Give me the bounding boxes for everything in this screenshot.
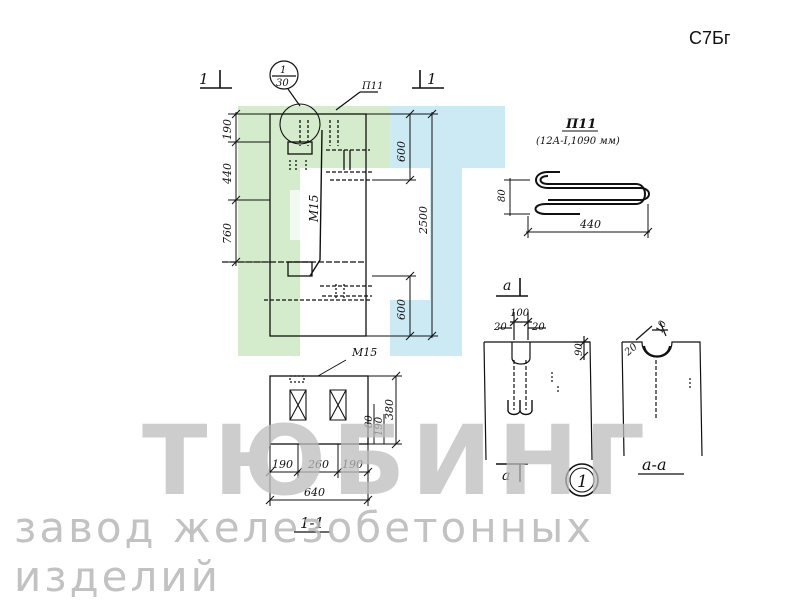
section-11-view xyxy=(269,359,369,445)
watermark-logo xyxy=(238,106,505,356)
watermark-tagline: завод железобетонных изделий xyxy=(14,503,595,601)
section11-dim-260: 260 xyxy=(307,458,329,471)
elevation-dims-left xyxy=(228,109,270,267)
elevation-view xyxy=(222,91,378,337)
elevation-dim-440: 440 xyxy=(221,163,234,185)
elevation-dim-600-top: 600 xyxy=(395,141,408,162)
section-aa-dim-100: 100 xyxy=(510,308,530,319)
section-aa-dim-90: 90 xyxy=(574,343,585,356)
watermark-brand: ТЮБИНГ xyxy=(142,405,652,517)
detail-p11-dim-80: 80 xyxy=(497,189,508,202)
elevation-dim-190: 190 xyxy=(221,119,234,140)
section-aa-dim-radius: 10 xyxy=(654,319,669,335)
section11-dim-380: 380 xyxy=(383,399,396,420)
product-code: С7Бг xyxy=(689,28,731,48)
section11-dim-80: 80 xyxy=(364,415,375,428)
section-aa-dim-20-right: 20 xyxy=(531,322,545,333)
section-aa-dim-angle: 20 xyxy=(622,341,640,359)
detail-p11-dims xyxy=(504,178,653,238)
elevation-dims-right xyxy=(366,109,438,341)
section11-dim-640: 640 xyxy=(304,486,325,499)
section-mark-left xyxy=(200,70,232,89)
section11-caption: 1-1 xyxy=(300,514,324,532)
detail-p11-dim-440: 440 xyxy=(579,218,601,231)
section-aa-mark-bottom: а xyxy=(502,468,510,484)
detail-p11-spec: (12А-I,1090 мм) xyxy=(536,136,620,147)
elevation-dim-600-bottom: 600 xyxy=(395,299,408,320)
section-aa-mark-top: а xyxy=(503,278,511,294)
section-aa-right-view xyxy=(621,321,703,457)
detail-callout-top: 1 xyxy=(280,65,286,76)
section-aa-dim-20-left: 20 xyxy=(493,322,507,333)
section-mark-right-label: 1 xyxy=(427,70,437,88)
sheet-number-badge xyxy=(565,463,599,497)
detail-p11-drawing xyxy=(534,171,650,215)
section11-loop-label: М15 xyxy=(351,346,377,359)
section11-dim-190-right: 190 xyxy=(342,458,363,471)
section-aa-caption: а-а xyxy=(642,455,666,474)
section11-dim-190: 190 xyxy=(374,416,385,436)
section-11-dims xyxy=(265,371,402,506)
detail-callout xyxy=(269,60,301,107)
section11-dim-190-left: 190 xyxy=(272,458,293,471)
detail-callout-bottom: 30 xyxy=(276,78,289,89)
elevation-loop-label: М15 xyxy=(307,194,321,223)
elevation-dim-2500: 2500 xyxy=(417,206,430,235)
detail-p11-title: П11 xyxy=(565,117,596,132)
section-aa-marks xyxy=(496,278,528,482)
elevation-dim-760: 760 xyxy=(221,223,234,244)
elevation-anchor-label: П11 xyxy=(361,81,383,92)
section-mark-right xyxy=(412,70,444,89)
sheet-number: 1 xyxy=(577,472,588,492)
section-mark-left-label: 1 xyxy=(199,70,209,88)
section-aa-left-view xyxy=(483,312,593,461)
